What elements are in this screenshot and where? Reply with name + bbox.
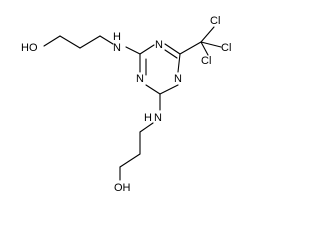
amine-bottom-nitrogen-label: N <box>154 112 162 124</box>
ring-nitrogen-bottom-label: N <box>136 73 144 85</box>
hydroxyl-top-label: HO <box>21 42 38 54</box>
hydroxyl-bottom-label: OH <box>114 182 131 194</box>
ring-nitrogen-right-label: N <box>174 73 182 85</box>
chlorine-1-label: Cl <box>210 15 220 27</box>
amine-top-hydrogen-label: H <box>113 31 121 43</box>
trichloromethyl-bonds <box>179 26 222 56</box>
chlorine-2-label: Cl <box>201 55 211 67</box>
triazine-ring <box>139 43 181 95</box>
lower-chain-bonds <box>119 93 161 181</box>
amine-top-nitrogen-label: N <box>113 42 121 54</box>
amine-bottom-hydrogen-label: H <box>144 112 152 124</box>
chemical-structure: HO N H N N N Cl Cl Cl N H OH <box>21 15 231 194</box>
ring-nitrogen-top-label: N <box>155 39 163 51</box>
chlorine-3-label: Cl <box>221 42 231 54</box>
upper-chain-bonds <box>43 35 141 55</box>
